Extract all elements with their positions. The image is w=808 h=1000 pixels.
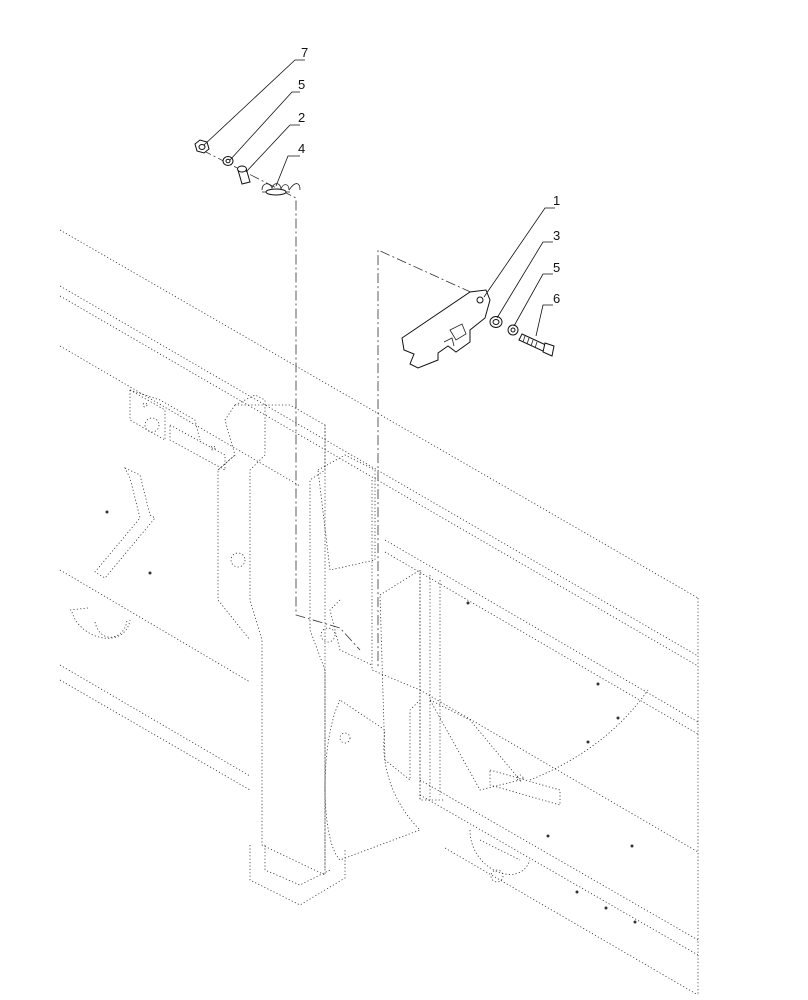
part-4-spring	[261, 183, 301, 196]
callout-label: 1	[553, 193, 560, 208]
left-bracket	[69, 389, 226, 639]
part-5-washer-lower	[507, 324, 519, 336]
part-1-latch-plate	[401, 289, 491, 369]
callout-2: 2	[245, 110, 305, 173]
callout-label: 7	[301, 45, 308, 60]
callout-5-upper: 5	[229, 77, 305, 161]
callout-3: 3	[496, 228, 560, 319]
assembly-centerlines	[201, 149, 489, 668]
callout-6: 6	[535, 291, 560, 337]
callout-label: 5	[298, 77, 305, 92]
callout-label: 5	[553, 260, 560, 275]
part-2-bushing	[237, 165, 251, 185]
slide-mechanism	[371, 480, 649, 924]
callout-label: 2	[298, 110, 305, 125]
callout-label: 3	[553, 228, 560, 243]
callout-5-lower: 5	[513, 260, 560, 327]
callout-1: 1	[483, 193, 560, 298]
part-6-bolt	[518, 333, 555, 357]
callout-4: 4	[275, 141, 305, 187]
part-5-washer-upper	[222, 156, 234, 166]
frame-rails	[59, 229, 699, 996]
vertical-post	[217, 394, 421, 906]
callout-7: 7	[203, 45, 308, 146]
callout-label: 6	[553, 291, 560, 306]
callout-label: 4	[298, 141, 305, 156]
part-3-bushing	[489, 316, 503, 328]
